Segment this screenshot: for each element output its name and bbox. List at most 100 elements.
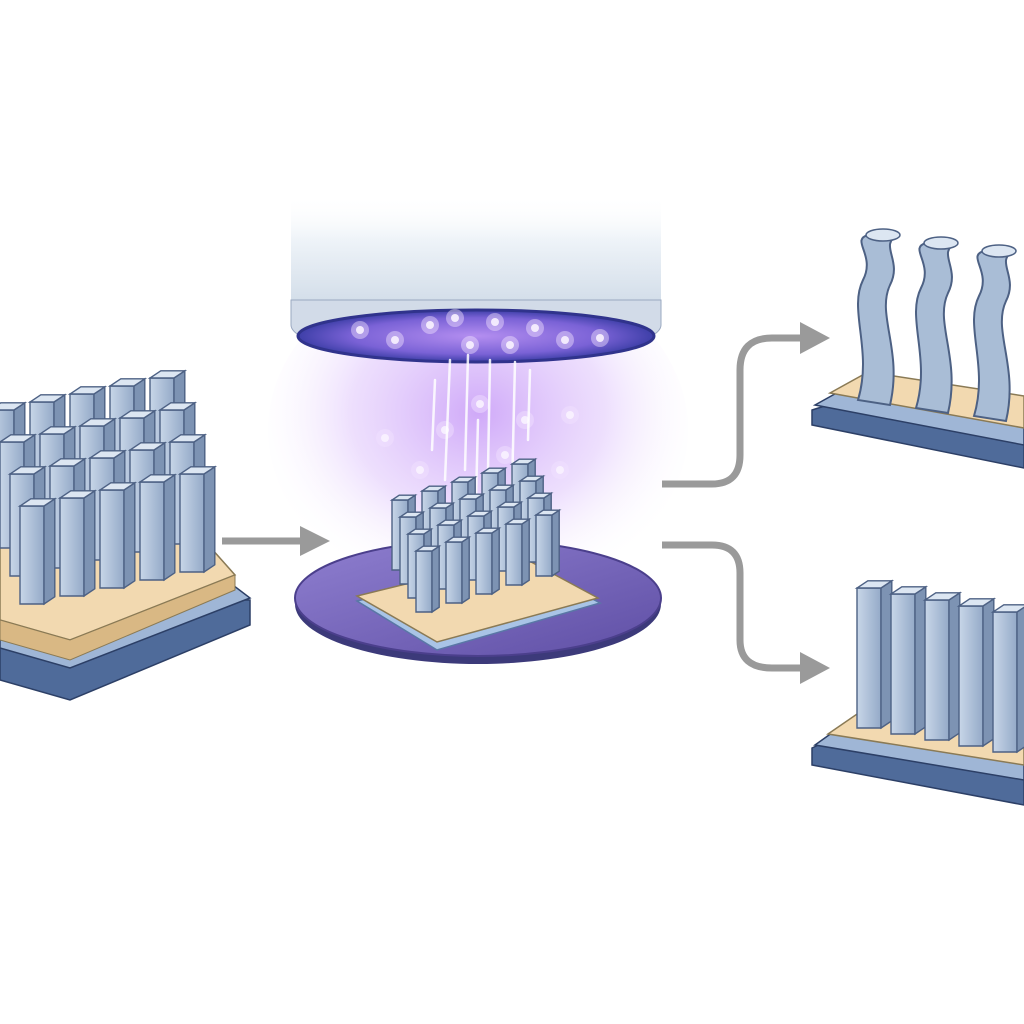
arrow-to-wavy-head (800, 322, 830, 354)
treated-pillar-3-2-side (491, 526, 500, 596)
plasma-sparkle-halo-15 (411, 461, 429, 479)
arrow-to-fin-head (800, 652, 830, 684)
plasma-sparkle-halo-4 (486, 313, 504, 331)
treated-pillar-3-0-side (431, 544, 440, 614)
plasma-sparkle-halo-14 (561, 406, 579, 424)
plasma-sparkle-halo-5 (526, 319, 544, 337)
initial-pillar-0-2-top (67, 386, 108, 395)
plasma-sparkle-7 (596, 334, 604, 342)
plasma-sparkle-halo-11 (436, 421, 454, 439)
straight-fin-array (811, 579, 1024, 806)
initial-pillar-3-3-front (139, 481, 165, 581)
fin-pillar-3-front (958, 605, 984, 747)
process-arrows (222, 322, 830, 684)
initial-pillar-3-3-top (137, 474, 178, 483)
plasma-sparkle-14 (566, 411, 574, 419)
plasma-sparkle-halo-12 (471, 395, 489, 413)
plasma-streaks (430, 353, 532, 502)
plasma-sparkle-12 (476, 400, 484, 408)
initial-pillar-0-4-top (147, 370, 188, 379)
treated-pillar-2-1-top (435, 519, 464, 526)
initial-pillar-1-0-top (0, 434, 38, 443)
fin-pillar-4-top (990, 604, 1024, 613)
initial-pillar-3-0-top (17, 498, 58, 507)
initial-pillar-2-1-top (47, 458, 88, 467)
fin-pillar-2-front (924, 599, 950, 741)
plasma-sparkle-halo-10 (376, 429, 394, 447)
plasma-sparkle-halo-6 (556, 331, 574, 349)
initial-pillar-3-1-front (59, 497, 85, 597)
initial-pillar-0-1-top (27, 394, 68, 403)
treated-pillar-3-3-front (505, 523, 523, 586)
treated-pillar-1-1-top (427, 502, 456, 509)
plasma-sparkle-4 (491, 318, 499, 326)
fin-pillar-2-side (948, 591, 961, 742)
initial-pillar-3-2-side (123, 481, 136, 590)
initial-pillar-3-0-side (43, 497, 56, 606)
plasma-sparkle-17 (501, 451, 509, 459)
initial-pillar-1-4-top (157, 402, 198, 411)
plasma-sparkle-halo-2 (421, 316, 439, 334)
fin-pillar-0-top (854, 580, 895, 589)
initial-pillar-array (0, 369, 252, 701)
plasma-sparkle-1 (391, 336, 399, 344)
treated-pillar-1-4-top (517, 475, 546, 482)
initial-pillar-1-1-top (37, 426, 78, 435)
plasma-sparkle-13 (521, 416, 529, 424)
treated-pillar-3-4-front (535, 514, 553, 577)
initial-pillar-3-3-side (163, 473, 176, 582)
treated-pillar-1-0-top (397, 511, 426, 518)
wavy-pillar-1 (914, 242, 957, 415)
treated-pillar-3-1-top (443, 536, 472, 543)
plasma-sparkle-halo-9 (501, 336, 519, 354)
plasma-streak-2 (486, 358, 492, 472)
treated-pillar-0-2-top (449, 476, 478, 483)
wavy-pillar-array (811, 228, 1024, 469)
wavy-pillar-top-0 (865, 228, 901, 242)
treated-pillar-3-1-front (445, 541, 463, 604)
treated-pillar-2-4-top (525, 492, 554, 499)
fin-pillar-1-front (890, 593, 916, 735)
treated-pillar-2-3-top (495, 501, 524, 508)
treated-pillar-1-2-top (457, 493, 486, 500)
fin-pillar-3-side (982, 597, 995, 748)
treated-pillar-0-1-top (419, 485, 448, 492)
treated-pillar-3-3-side (521, 517, 530, 587)
plasma-sparkle-halo-7 (591, 329, 609, 347)
initial-pillar-0-3-top (107, 378, 148, 387)
arrow-to-wavy (662, 334, 805, 488)
initial-pillar-3-4-side (203, 465, 216, 574)
initial-pillar-3-1-top (57, 490, 98, 499)
initial-pillar-3-1-side (83, 489, 96, 598)
plasma-chamber (268, 195, 688, 600)
initial-pillar-2-4-top (167, 434, 208, 443)
plasma-sparkle-halo-0 (351, 321, 369, 339)
treated-pillar-0-4-top (509, 458, 538, 465)
plasma-sparkles (351, 309, 609, 479)
initial-pillar-2-0-top (7, 466, 48, 475)
plasma-sparkle-halo-1 (386, 331, 404, 349)
wavy-pillar-2 (972, 250, 1015, 423)
treated-pillar-3-0-front (415, 550, 433, 613)
plasma-sparkle-halo-17 (496, 446, 514, 464)
plasma-sparkle-halo-16 (551, 461, 569, 479)
treated-pillar-3-1-side (461, 535, 470, 605)
plasma-sparkle-10 (381, 434, 389, 442)
arrow-to-plasma-head (300, 526, 330, 556)
plasma-sparkle-8 (466, 341, 474, 349)
fin-pillar-3-top (956, 598, 997, 607)
treated-pillar-3-3-top (503, 518, 532, 525)
wavy-pillar-top-1 (923, 236, 959, 250)
treated-pillar-1-3-top (487, 484, 516, 491)
treated-pillar-3-4-top (533, 509, 562, 516)
treated-pillar-3-2-top (473, 527, 502, 534)
initial-pillar-3-4-top (177, 466, 218, 475)
treated-pillar-0-0-top (389, 494, 418, 501)
fin-pillar-4-side (1016, 606, 1024, 754)
plasma-sparkle-16 (556, 466, 564, 474)
fin-pillar-0-side (880, 579, 893, 730)
plasma-sparkle-5 (531, 324, 539, 332)
fin-pillar-2-top (922, 592, 963, 601)
treated-pillar-2-2-top (465, 510, 494, 517)
